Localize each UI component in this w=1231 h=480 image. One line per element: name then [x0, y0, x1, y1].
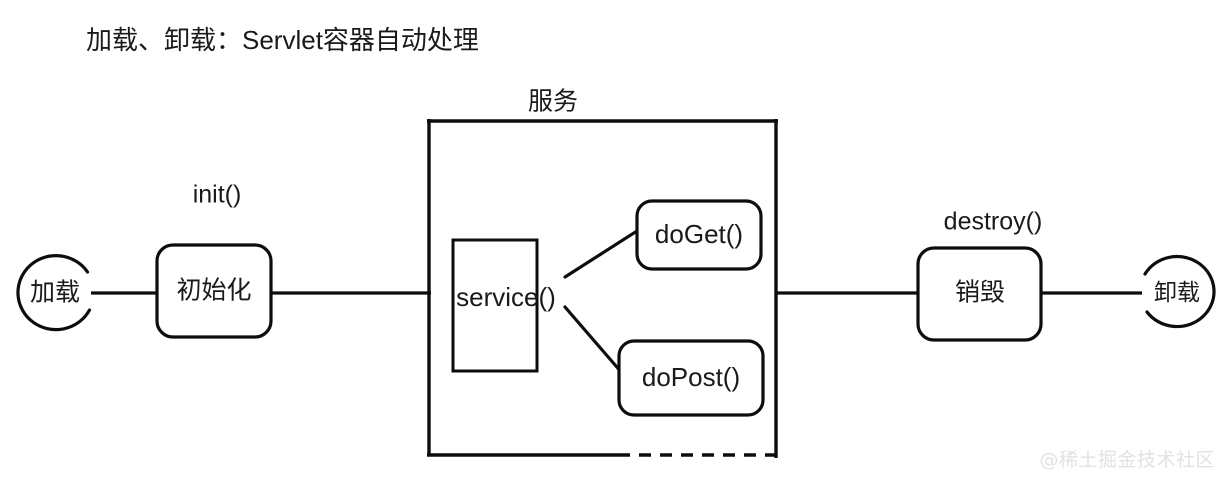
node-service-box[interactable]: service() [451, 238, 556, 373]
dopost-box-outline [617, 339, 765, 417]
load-circle-outline [16, 254, 92, 332]
destroy-method-label: destroy() [944, 208, 1043, 236]
node-destroy-box[interactable]: 销毁 [916, 246, 1043, 342]
unload-circle-outline [1143, 254, 1216, 329]
watermark: @稀土掘金技术社区 [1039, 449, 1215, 471]
service-group-label: 服务 [528, 88, 578, 116]
node-dopost-box[interactable]: doPost() [617, 339, 765, 417]
doget-box-outline [635, 199, 763, 271]
connector-service-to-dopost [563, 305, 624, 375]
service-box-label: service() [456, 282, 556, 312]
init-method-label: init() [193, 181, 242, 209]
dopost-box-label: doPost() [642, 362, 740, 392]
service-box-outline [451, 238, 539, 373]
init-box-label: 初始化 [176, 277, 251, 305]
service-container-box [427, 119, 778, 458]
node-doget-box[interactable]: doGet() [635, 199, 763, 271]
load-circle-label: 加载 [30, 279, 80, 307]
destroy-box-label: 销毁 [955, 279, 1005, 307]
node-init-box[interactable]: 初始化 [155, 243, 273, 339]
unload-circle-label: 卸载 [1154, 279, 1200, 305]
connector-service-to-doget [563, 229, 639, 279]
destroy-box-outline [916, 246, 1043, 342]
node-unload-circle[interactable]: 卸载 [1143, 254, 1216, 329]
init-box-outline [155, 243, 273, 339]
node-load-circle[interactable]: 加载 [16, 254, 92, 332]
doget-box-label: doGet() [655, 219, 743, 249]
page-title: 加载、卸载：Servlet容器自动处理 [86, 25, 479, 55]
